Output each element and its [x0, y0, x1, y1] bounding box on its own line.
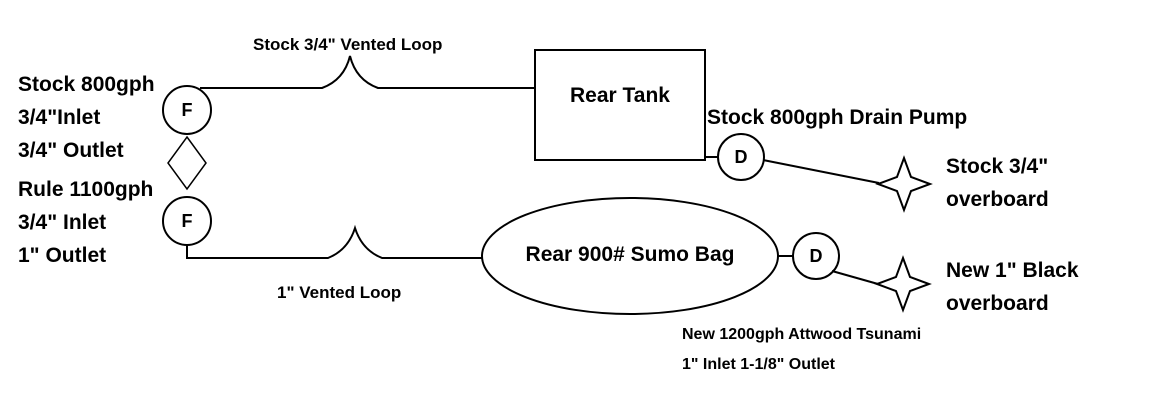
- bag-overboard-label-line-2: overboard: [946, 292, 1049, 315]
- drain-pump-1-letter: D: [734, 147, 748, 167]
- fill-pump1-spec-line-1: Stock 800gph: [18, 73, 155, 96]
- tank-vented-loop-label: Stock 3/4" Vented Loop: [253, 35, 443, 54]
- tank-fill-pipe: [200, 55, 535, 89]
- fill-pump-1-symbol: [162, 85, 212, 135]
- tank-overboard-line: [762, 159, 880, 184]
- rear-tank-label: Rear Tank: [570, 84, 670, 107]
- bag-drain-pump-note-line-1: New 1200gph Attwood Tsunami: [682, 326, 922, 343]
- drain-pump-1-symbol: [717, 133, 765, 181]
- fill-pump1-spec-line-2: 3/4"Inlet: [18, 106, 101, 129]
- fill-pump2-spec-line-2: 3/4" Inlet: [18, 211, 107, 234]
- drain-pump-2-symbol: [792, 232, 840, 280]
- sumo-bag-label: Rear 900# Sumo Bag: [525, 243, 735, 266]
- bag-overboard-line: [831, 270, 879, 285]
- tank-drain-pump-label: Stock 800gph Drain Pump: [707, 106, 968, 129]
- fill-pump2-spec-line-1: Rule 1100gph: [18, 178, 154, 201]
- fill-pump1-spec-line-3: 3/4" Outlet: [18, 139, 124, 162]
- bag-vented-loop-label: 1" Vented Loop: [277, 283, 402, 302]
- bag-overboard-label-line-1: New 1" Black: [946, 259, 1079, 282]
- bag-drain-pump-note-line-2: 1" Inlet 1-1/8" Outlet: [682, 356, 835, 373]
- bag-fill-pipe: [186, 224, 483, 259]
- thru-hull-symbol-2: [874, 255, 932, 313]
- fill-pump-2-symbol: [162, 196, 212, 246]
- valve-symbol: [167, 135, 207, 191]
- rear-tank-box: [534, 49, 706, 161]
- tank-overboard-label-line-1: Stock 3/4": [946, 155, 1049, 178]
- fill-pump-1-letter: F: [181, 100, 193, 120]
- drain-pump-2-letter: D: [809, 246, 823, 266]
- fill-pump2-spec-line-3: 1" Outlet: [18, 244, 107, 267]
- fill-pump-2-letter: F: [181, 211, 193, 231]
- tank-overboard-label-line-2: overboard: [946, 188, 1049, 211]
- thru-hull-symbol-1: [875, 155, 933, 213]
